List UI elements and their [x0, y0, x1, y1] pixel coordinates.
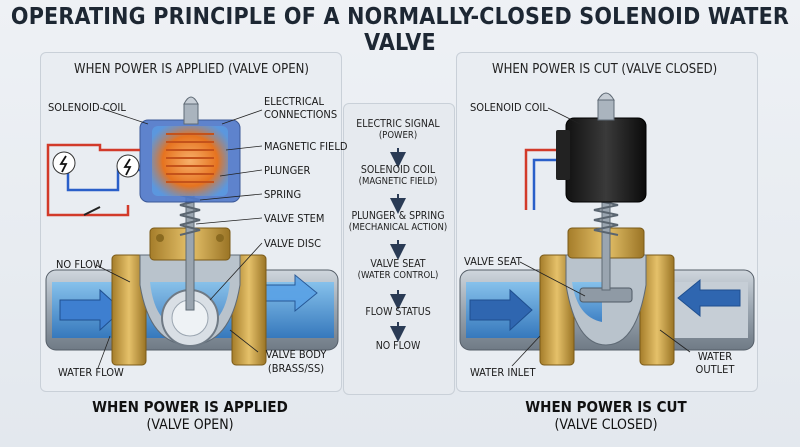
flow-step-title: ELECTRIC SIGNAL	[356, 118, 440, 130]
flow-step-title: VALVE SEAT	[370, 258, 426, 270]
flow-step: SOLENOID COIL (MAGNETIC FIELD)	[343, 164, 453, 188]
label-valve-body-1: VALVE BODY	[265, 348, 327, 361]
left-panel-heading: WHEN POWER IS APPLIED (VALVE OPEN)	[74, 62, 309, 77]
label-valve-body-2: (BRASS/SS)	[267, 362, 325, 375]
flow-step-title: NO FLOW	[375, 340, 421, 352]
flow-step-sub: (POWER)	[378, 130, 418, 141]
flow-step: ELECTRIC SIGNAL (POWER)	[343, 118, 453, 142]
flow-step-sub: (MAGNETIC FIELD)	[358, 176, 438, 187]
label-electrical-connections-2: CONNECTIONS	[264, 108, 338, 121]
flow-step: VALVE SEAT (WATER CONTROL)	[343, 258, 453, 282]
left-caption-line2: (VALVE OPEN)	[146, 417, 234, 433]
label-water-outlet-1: WATER	[697, 350, 733, 363]
left-caption-line1: WHEN POWER IS APPLIED	[92, 398, 288, 416]
label-solenoid-coil: SOLENOID COIL	[48, 101, 126, 114]
label-no-flow: NO FLOW	[56, 258, 103, 271]
flow-step-sub: (WATER CONTROL)	[357, 270, 439, 281]
label-valve-disc: VALVE DISC	[264, 237, 322, 250]
label-water-flow: WATER FLOW	[58, 366, 124, 379]
right-panel-heading: WHEN POWER IS CUT (VALVE CLOSED)	[492, 62, 718, 77]
label-water-inlet: WATER INLET	[470, 366, 536, 379]
label-plunger: PLUNGER	[264, 164, 311, 177]
center-flow: ELECTRIC SIGNAL (POWER) SOLENOID COIL (M…	[343, 106, 453, 386]
label-valve-seat: VALVE SEAT	[464, 255, 522, 268]
right-caption: WHEN POWER IS CUT (VALVE CLOSED)	[476, 398, 736, 434]
flow-step-title: PLUNGER & SPRING	[351, 210, 445, 222]
left-caption: WHEN POWER IS APPLIED (VALVE OPEN)	[60, 398, 320, 434]
flow-step-title: FLOW STATUS	[365, 306, 431, 318]
flow-step-sub: (MECHANICAL ACTION)	[348, 222, 448, 233]
left-valve	[45, 96, 339, 369]
flow-step-title: SOLENOID COIL	[360, 164, 436, 176]
label-water-outlet-2: OUTLET	[695, 363, 735, 376]
flow-step: PLUNGER & SPRING (MECHANICAL ACTION)	[343, 210, 453, 234]
label-spring: SPRING	[264, 188, 302, 201]
flow-step: NO FLOW	[343, 340, 453, 352]
label-solenoid-coil-right: SOLENOID COIL	[470, 101, 548, 114]
label-valve-stem: VALVE STEM	[264, 212, 325, 225]
right-valve	[459, 92, 755, 367]
page-title: OPERATING PRINCIPLE OF A NORMALLY-CLOSED…	[10, 4, 790, 56]
right-caption-line2: (VALVE CLOSED)	[554, 417, 658, 433]
label-electrical-connections-1: ELECTRICAL	[264, 95, 324, 108]
label-magnetic-field: MAGNETIC FIELD	[264, 140, 348, 153]
right-caption-line1: WHEN POWER IS CUT	[525, 398, 687, 416]
flow-step: FLOW STATUS	[343, 306, 453, 318]
